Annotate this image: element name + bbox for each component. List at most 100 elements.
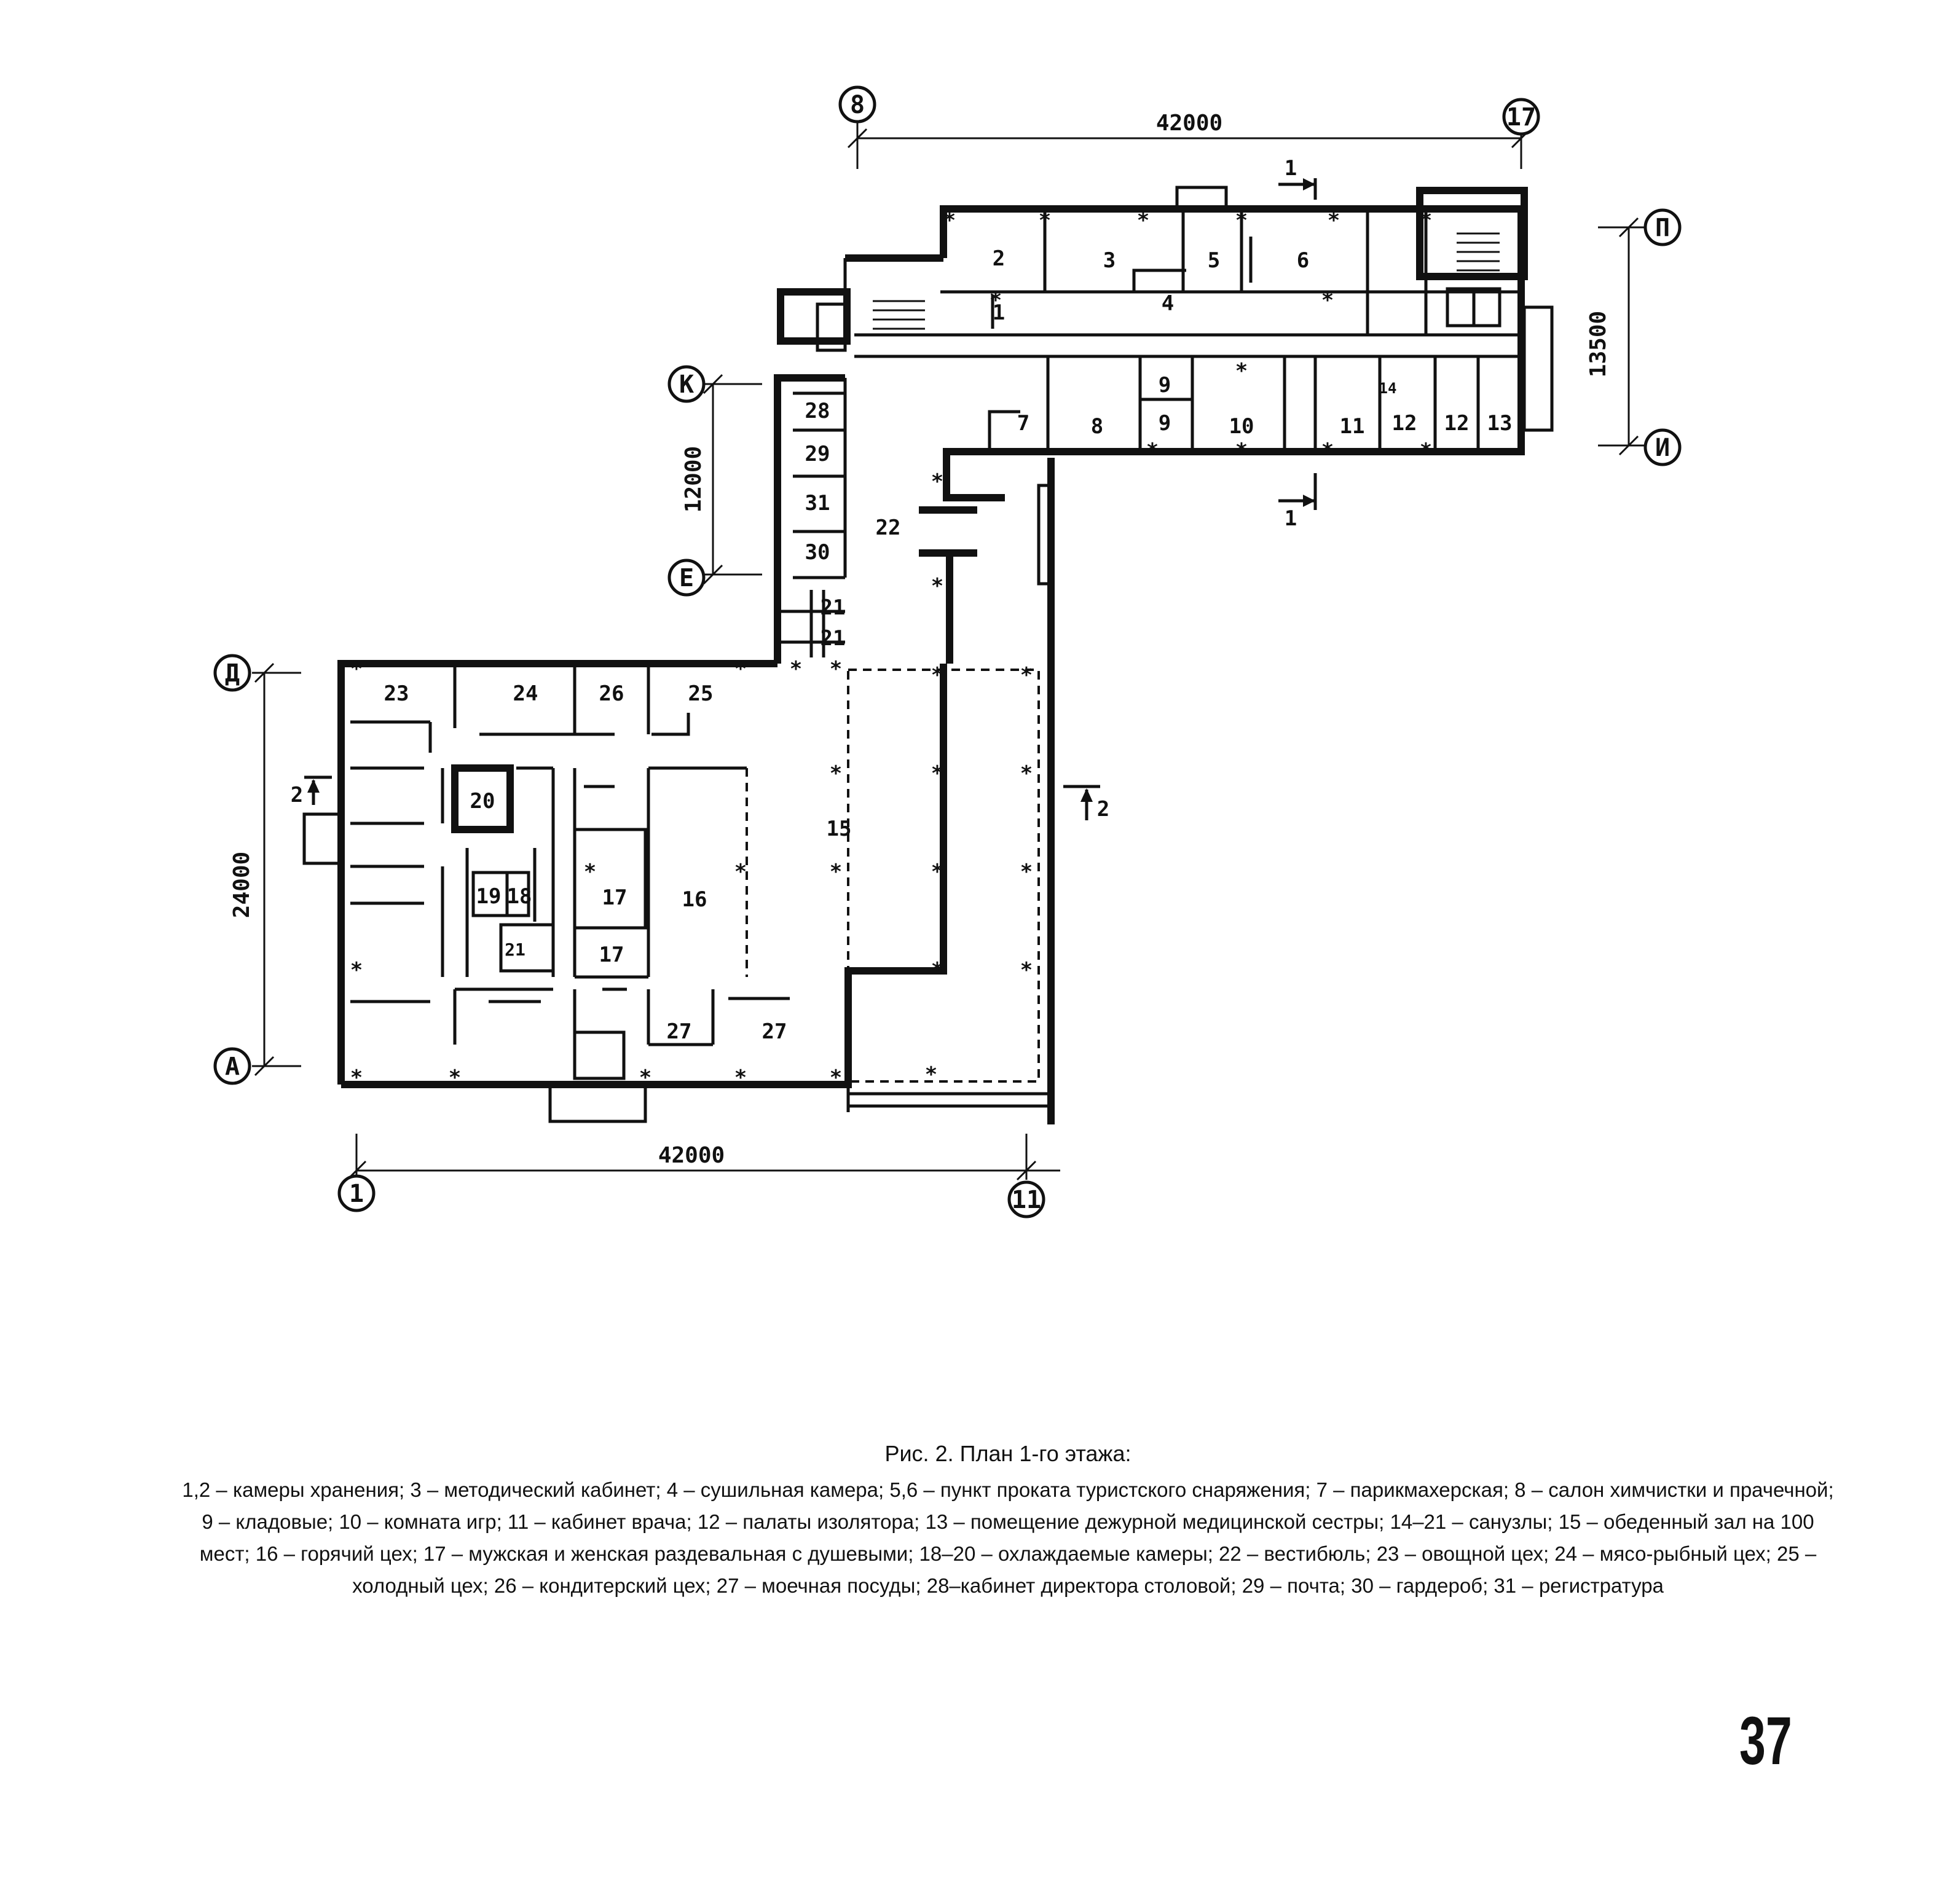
dimension-lines: 42000 13500 12000 24000 42000: [229, 111, 1647, 1181]
room-label-21b: 21: [821, 626, 846, 651]
svg-text:*: *: [931, 574, 943, 598]
axis-I-marker: И: [1643, 428, 1682, 466]
room-label-21a: 21: [821, 595, 846, 620]
section-marks: 1 1 2 2: [291, 156, 1317, 822]
room-label-23: 23: [384, 681, 409, 706]
svg-text:*: *: [990, 288, 1002, 313]
room-label-4: 4: [1162, 291, 1174, 316]
svg-text:*: *: [931, 663, 943, 688]
svg-text:*: *: [449, 1065, 461, 1090]
caption-body: 1,2 – камеры хранения; 3 – методический …: [182, 1478, 1834, 1597]
svg-text:17: 17: [1506, 103, 1536, 131]
room-label-15: 15: [827, 817, 852, 841]
axis-P-marker: П: [1643, 208, 1682, 246]
axis-K-marker: К: [667, 365, 706, 403]
svg-text:*: *: [931, 761, 943, 786]
svg-text:*: *: [1420, 208, 1432, 233]
room-label-17a: 17: [602, 885, 628, 910]
room-label-28: 28: [805, 399, 830, 423]
section-2-right: 2: [1063, 785, 1109, 822]
room-label-19: 19: [476, 884, 502, 909]
svg-text:2: 2: [291, 783, 303, 807]
room-label-1: 1: [993, 300, 1005, 325]
svg-text:*: *: [1420, 439, 1432, 463]
room-label-6: 6: [1297, 248, 1309, 273]
svg-text:*: *: [943, 208, 956, 233]
svg-text:К: К: [679, 371, 694, 399]
axis-1-marker: 1: [337, 1174, 376, 1212]
axis-17-marker: 17: [1502, 98, 1540, 136]
svg-text:*: *: [1235, 439, 1248, 463]
room-label-18: 18: [507, 884, 532, 909]
room-label-25: 25: [688, 681, 714, 706]
svg-text:*: *: [830, 657, 842, 681]
room-label-21c: 21: [505, 940, 525, 960]
dim-right-height: 13500: [1586, 311, 1611, 377]
walls-link-block: [774, 374, 1055, 1124]
room-label-12b: 12: [1444, 411, 1470, 436]
room-label-9a: 9: [1159, 373, 1171, 398]
svg-text:*: *: [830, 761, 842, 786]
svg-text:*: *: [925, 1062, 937, 1087]
room-label-11: 11: [1340, 414, 1365, 439]
dim-mid-height: 12000: [681, 446, 706, 512]
svg-text:*: *: [830, 860, 842, 884]
floor-plan: 42000 13500 12000 24000 42000 8: [213, 85, 1682, 1218]
room-label-31: 31: [805, 491, 830, 516]
svg-text:*: *: [1321, 288, 1334, 313]
axis-A-marker: А: [213, 1047, 251, 1085]
column-markers: * * * * * * * * * * * * * * * * * * * * …: [350, 208, 1432, 1090]
svg-text:11: 11: [1012, 1186, 1041, 1214]
svg-text:*: *: [350, 958, 363, 983]
svg-text:*: *: [734, 1065, 747, 1090]
room-label-29: 29: [805, 442, 830, 466]
axis-8-marker: 8: [838, 85, 876, 124]
axis-markers: 8 17 П И К Е Д А: [213, 85, 1682, 1218]
svg-text:8: 8: [850, 91, 865, 119]
walls-west-block: [302, 660, 1053, 1123]
room-label-20: 20: [470, 789, 495, 814]
section-1-top: 1: [1278, 156, 1317, 200]
svg-text:*: *: [1020, 761, 1033, 786]
axis-E-marker: Е: [667, 559, 706, 597]
room-label-8: 8: [1091, 414, 1103, 439]
walls-east-wing: [777, 186, 1554, 470]
section-1-bottom: 1: [1278, 473, 1317, 531]
room-label-26: 26: [599, 681, 624, 706]
svg-text:*: *: [1235, 359, 1248, 383]
svg-text:Д: Д: [225, 659, 240, 688]
svg-text:*: *: [790, 657, 802, 681]
axis-11-marker: 11: [1007, 1180, 1045, 1218]
svg-text:*: *: [1137, 208, 1149, 233]
room-label-5: 5: [1208, 248, 1220, 273]
svg-text:П: П: [1655, 214, 1670, 242]
svg-text:*: *: [584, 860, 596, 884]
svg-text:*: *: [639, 1065, 651, 1090]
room-label-3: 3: [1103, 248, 1116, 273]
dim-bottom-width: 42000: [658, 1143, 725, 1168]
room-label-10: 10: [1229, 414, 1254, 439]
svg-text:А: А: [225, 1053, 240, 1081]
room-label-9b: 9: [1159, 411, 1171, 436]
svg-text:*: *: [734, 657, 747, 681]
room-label-27a: 27: [667, 1019, 692, 1044]
svg-text:2: 2: [1097, 797, 1109, 822]
dim-top-width: 42000: [1156, 111, 1222, 136]
svg-text:Е: Е: [679, 564, 694, 592]
svg-text:*: *: [734, 860, 747, 884]
section-2-left: 2: [291, 775, 332, 807]
svg-text:И: И: [1655, 434, 1670, 462]
svg-text:*: *: [1020, 860, 1033, 884]
svg-text:*: *: [830, 1065, 842, 1090]
svg-text:*: *: [350, 657, 363, 681]
caption-title: Рис. 2. План 1-го этажа:: [884, 1441, 1132, 1466]
svg-text:*: *: [1235, 208, 1248, 233]
svg-text:1: 1: [349, 1180, 364, 1208]
room-label-14: 14: [1379, 380, 1397, 397]
svg-text:1: 1: [1285, 506, 1297, 531]
svg-text:*: *: [931, 469, 943, 494]
room-label-27b: 27: [762, 1019, 787, 1044]
svg-text:*: *: [1020, 958, 1033, 983]
room-label-2: 2: [993, 246, 1005, 271]
svg-text:*: *: [1146, 439, 1159, 463]
